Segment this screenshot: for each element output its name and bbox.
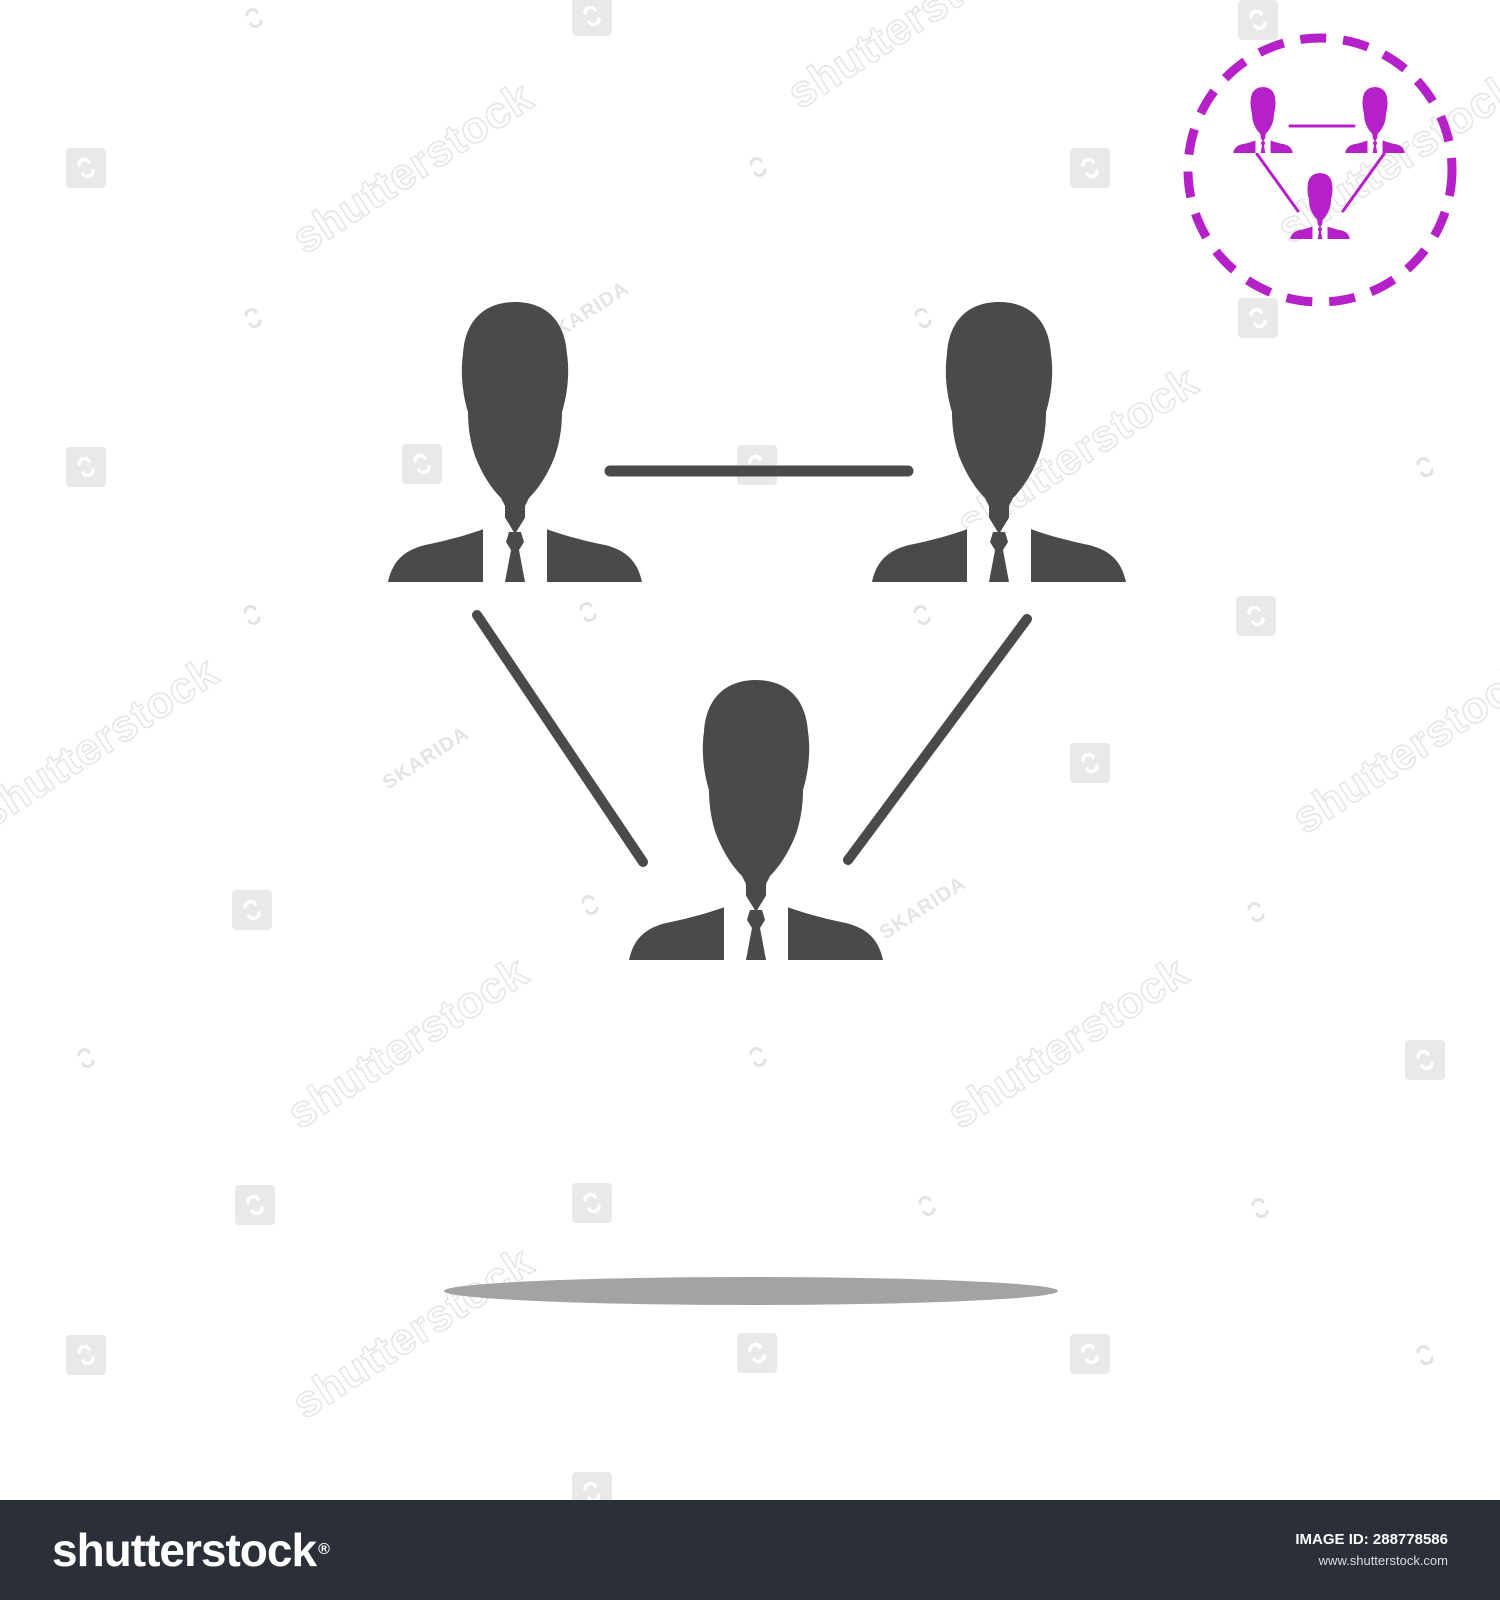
image-id-line: IMAGE ID: 288778586: [1295, 1530, 1448, 1550]
watermark-text: shutterstock: [279, 947, 537, 1138]
watermark-text: shutterstock: [284, 72, 542, 263]
person-icon-mini-left: [1233, 87, 1293, 153]
network-illustration: shutterstock shutterstock shutterstock s…: [0, 0, 1500, 1500]
network-badge-icon: [1183, 33, 1457, 307]
floor-shadow: [444, 1277, 1058, 1305]
watermark-text: shutterstock: [284, 1237, 542, 1428]
connector-line-right: [843, 614, 1032, 865]
image-meta: IMAGE ID: 288778586 www.shutterstock.com: [1295, 1530, 1448, 1572]
person-icon-left: [388, 302, 642, 582]
image-id-label: IMAGE ID:: [1295, 1531, 1369, 1548]
image-id-value: 288778586: [1372, 1531, 1448, 1548]
footer-bar: shutterstock® IMAGE ID: 288778586 www.sh…: [0, 1500, 1500, 1600]
watermark-text: shutterstock: [939, 947, 1197, 1138]
watermark-text: shutterstock: [779, 0, 1037, 118]
watermark-text: shutterstock: [0, 647, 227, 838]
artist-watermark: SKARIDA: [379, 722, 473, 794]
registered-mark: ®: [318, 1541, 330, 1558]
person-icon-bottom: [629, 680, 883, 960]
shutterstock-logo: shutterstock®: [52, 1524, 330, 1576]
artist-watermark: SKARIDA: [876, 872, 970, 944]
site-url: www.shutterstock.com: [1318, 1553, 1448, 1568]
connector-line-left: [472, 610, 648, 867]
three-person-network-icon: [388, 302, 1126, 960]
dashed-circle: [1183, 33, 1457, 307]
logo-text: shutterstock: [52, 1524, 317, 1576]
watermark-text: shutterstock: [1284, 652, 1500, 843]
watermark-text: shutterstock: [1269, 62, 1500, 253]
